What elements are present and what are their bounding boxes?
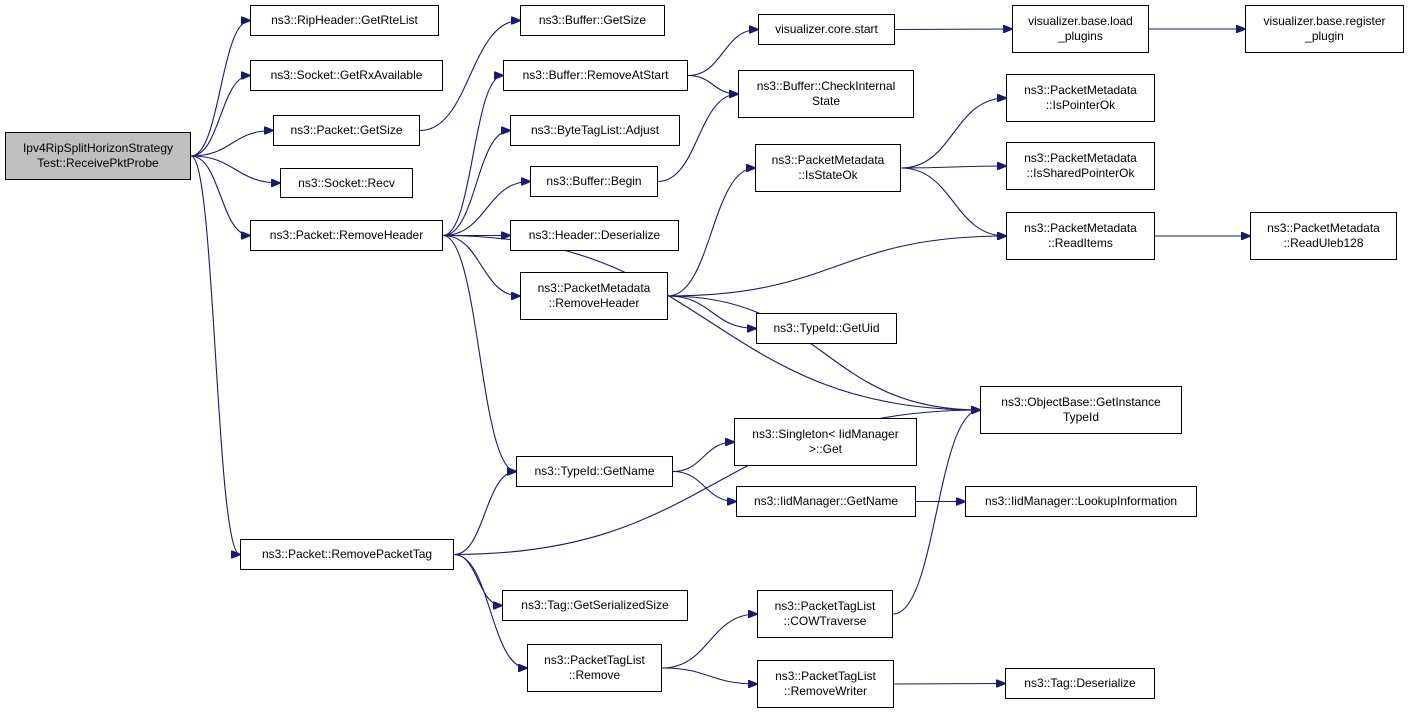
edge-root-to-packet_remove_packet_tag — [190, 155, 240, 555]
node-socket-get-rx-available[interactable]: ns3::Socket::GetRxAvailable — [250, 60, 443, 91]
node-socket-recv[interactable]: ns3::Socket::Recv — [280, 168, 413, 198]
node-packet-metadata-is-shared-pointer-ok[interactable]: ns3::PacketMetadata ::IsSharedPointerOk — [1006, 142, 1155, 190]
edge-typeid_get_name-to-iid_manager_get_name — [672, 470, 736, 502]
edge-packet_remove_packet_tag-to-packet_tag_list_remove — [453, 553, 527, 669]
edge-packet_metadata_remove_header-to-object_base_get_instance_type_id — [667, 295, 980, 410]
edge-packet_remove_header-to-buffer_remove_at_start — [442, 76, 503, 237]
node-byte-tag-list-adjust[interactable]: ns3::ByteTagList::Adjust — [510, 115, 680, 146]
edge-root-to-rip_get_rte_list — [190, 21, 250, 157]
node-packet-metadata-read-uleb128[interactable]: ns3::PacketMetadata ::ReadUleb128 — [1250, 212, 1397, 260]
node-iid-manager-lookup-information[interactable]: ns3::IidManager::LookupInformation — [965, 486, 1197, 517]
node-tag-get-serialized-size[interactable]: ns3::Tag::GetSerializedSize — [502, 590, 688, 621]
node-tag-deserialize[interactable]: ns3::Tag::Deserialize — [1005, 668, 1155, 699]
edge-packet_remove_header-to-packet_metadata_remove_header — [442, 234, 520, 297]
edge-typeid_get_name-to-singleton_iid_manager_get — [672, 442, 734, 473]
node-packet-metadata-remove-header[interactable]: ns3::PacketMetadata ::RemoveHeader — [520, 272, 668, 320]
edge-packet_tag_list_remove_writer-to-tag_deserialize — [893, 684, 1005, 685]
edge-packet_remove_header-to-typeid_get_name — [442, 234, 516, 472]
edge-packet_metadata_is_state_ok-to-packet_metadata_is_pointer_ok — [900, 98, 1006, 169]
node-rip-get-rte-list[interactable]: ns3::RipHeader::GetRteList — [250, 5, 439, 36]
edge-packet_remove_header-to-byte_tag_list_adjust — [442, 131, 510, 237]
node-packet-tag-list-remove-writer[interactable]: ns3::PacketTagList ::RemoveWriter — [757, 660, 894, 708]
node-packet-metadata-is-pointer-ok[interactable]: ns3::PacketMetadata ::IsPointerOk — [1006, 74, 1155, 122]
edge-packet_metadata_is_state_ok-to-packet_metadata_is_shared_pointer_ok — [900, 166, 1006, 168]
edge-packet_remove_packet_tag-to-typeid_get_name — [453, 472, 516, 556]
edge-packet_metadata_remove_header-to-packet_metadata_read_items — [667, 236, 1006, 297]
edge-packet_remove_header-to-buffer_begin — [442, 182, 530, 237]
node-packet-metadata-is-state-ok[interactable]: ns3::PacketMetadata ::IsStateOk — [755, 144, 901, 192]
node-packet-metadata-read-items[interactable]: ns3::PacketMetadata ::ReadItems — [1006, 212, 1155, 260]
edge-packet_tag_list_remove-to-packet_tag_list_remove_writer — [661, 667, 757, 684]
node-visualizer-base-load-plugins[interactable]: visualizer.base.load _plugins — [1012, 5, 1149, 53]
node-typeid-get-uid[interactable]: ns3::TypeId::GetUid — [756, 313, 897, 344]
edge-root-to-socket_get_rx_available — [190, 76, 250, 157]
edge-packet_remove_packet_tag-to-tag_get_serialized_size — [453, 553, 502, 606]
node-packet-get-size[interactable]: ns3::Packet::GetSize — [273, 115, 420, 146]
node-object-base-get-instance-type-id[interactable]: ns3::ObjectBase::GetInstance TypeId — [980, 386, 1182, 434]
node-header-deserialize[interactable]: ns3::Header::Deserialize — [510, 220, 679, 251]
node-root: Ipv4RipSplitHorizonStrategy Test::Receiv… — [5, 132, 191, 180]
edge-root-to-packet_remove_header — [190, 155, 250, 236]
node-visualizer-core-start[interactable]: visualizer.core.start — [758, 14, 895, 45]
node-buffer-begin[interactable]: ns3::Buffer::Begin — [530, 166, 658, 197]
edge-packet_get_size-to-buffer_get_size — [419, 21, 520, 132]
edge-buffer_remove_at_start-to-buffer_check_internal_state — [687, 74, 738, 95]
edge-packet_metadata_remove_header-to-packet_metadata_is_state_ok — [667, 168, 755, 297]
node-packet-remove-packet-tag[interactable]: ns3::Packet::RemovePacketTag — [240, 539, 454, 570]
edge-packet_metadata_remove_header-to-typeid_get_uid — [667, 295, 756, 329]
edge-packet_remove_header-to-object_base_get_instance_type_id — [442, 234, 980, 411]
node-packet-remove-header[interactable]: ns3::Packet::RemoveHeader — [250, 220, 443, 251]
edge-packet_tag_list_cow_traverse-to-object_base_get_instance_type_id — [892, 410, 980, 615]
node-packet-tag-list-remove[interactable]: ns3::PacketTagList ::Remove — [527, 644, 662, 692]
edge-visualizer_core_start-to-visualizer_base_load_plugins — [894, 29, 1012, 30]
node-buffer-remove-at-start[interactable]: ns3::Buffer::RemoveAtStart — [503, 60, 688, 91]
edge-buffer_begin-to-buffer_check_internal_state — [657, 94, 738, 183]
edge-packet_tag_list_remove-to-packet_tag_list_cow_traverse — [661, 614, 757, 669]
edge-buffer_remove_at_start-to-visualizer_core_start — [687, 30, 758, 77]
node-iid-manager-get-name[interactable]: ns3::IidManager::GetName — [736, 486, 916, 517]
edge-packet_metadata_is_state_ok-to-packet_metadata_read_items — [900, 167, 1006, 236]
edge-root-to-packet_get_size — [190, 131, 273, 157]
node-packet-tag-list-cow-traverse[interactable]: ns3::PacketTagList ::COWTraverse — [757, 590, 893, 638]
edge-root-to-socket_recv — [190, 155, 280, 183]
node-buffer-get-size[interactable]: ns3::Buffer::GetSize — [520, 5, 665, 36]
node-typeid-get-name[interactable]: ns3::TypeId::GetName — [516, 456, 673, 487]
node-buffer-check-internal-state[interactable]: ns3::Buffer::CheckInternal State — [738, 70, 914, 118]
node-singleton-iid-manager-get[interactable]: ns3::Singleton< IidManager >::Get — [734, 418, 917, 466]
node-visualizer-base-register-plugin[interactable]: visualizer.base.register _plugin — [1245, 5, 1404, 53]
edge-packet_remove_packet_tag-to-object_base_get_instance_type_id — [453, 410, 980, 556]
